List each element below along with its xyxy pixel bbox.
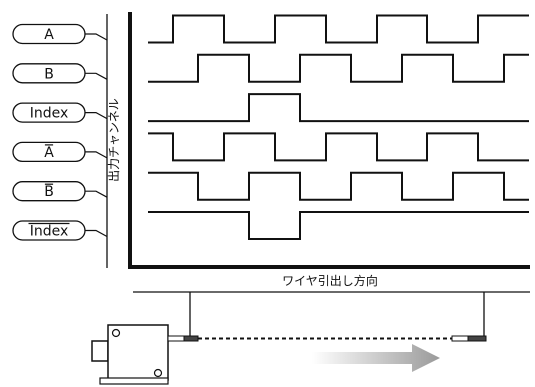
waveforms xyxy=(148,14,529,240)
channel-label-3: A xyxy=(12,141,108,163)
channel-label-4: B xyxy=(12,181,108,202)
channel-label-text: Index xyxy=(30,106,69,122)
wire-hook xyxy=(467,335,487,342)
waveform-3 xyxy=(148,132,529,162)
wire-end xyxy=(451,335,469,342)
device-connector xyxy=(91,340,109,362)
x-axis-label: ワイヤ引出し方向 xyxy=(282,273,378,288)
waveform-5 xyxy=(148,211,529,240)
wire-encoder-device xyxy=(91,324,487,385)
screw-icon xyxy=(111,328,121,338)
channel-label-text: Index xyxy=(30,224,69,240)
waveform-4 xyxy=(148,171,529,201)
channel-label-text: B xyxy=(44,184,54,200)
channel-label-0: A xyxy=(12,23,108,45)
direction-arrow-icon xyxy=(312,344,440,372)
channel-label-text: B xyxy=(44,66,54,82)
screw-icon xyxy=(153,368,163,378)
wire-outlet xyxy=(167,335,185,342)
waveform-0 xyxy=(148,14,529,44)
waveform-1 xyxy=(148,53,529,83)
channel-label-text: A xyxy=(44,27,54,43)
channel-label-1: B xyxy=(12,63,108,84)
y-axis-label: 出力チャンネル xyxy=(107,98,121,182)
device-base xyxy=(99,377,169,385)
channel-label-5: Index xyxy=(12,220,108,241)
wire-clamp xyxy=(183,335,199,342)
waveform-2 xyxy=(148,93,529,123)
channel-label-text: A xyxy=(44,145,54,161)
channel-label-2: Index xyxy=(12,102,108,123)
